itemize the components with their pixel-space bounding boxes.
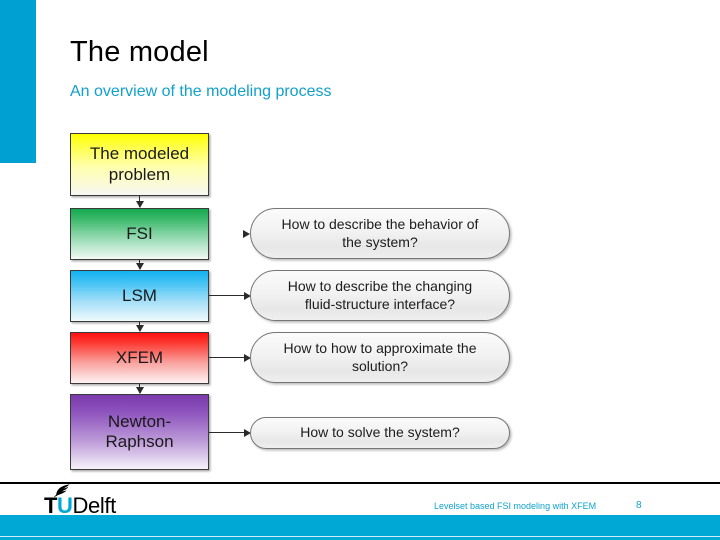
stage-label-problem: The modeled problem [89, 144, 190, 184]
callout-approximate: How to how to approximate the solution? [250, 332, 510, 383]
page-number: 8 [636, 500, 642, 511]
footer-accent-bar [0, 515, 720, 540]
stage-label-lsm: LSM [122, 285, 157, 305]
logo-letter-t: T [44, 493, 58, 518]
stage-box-problem: The modeled problem [70, 133, 209, 196]
down-arrow-icon [135, 322, 144, 332]
stage-label-xfem: XFEM [115, 347, 164, 367]
accent-bar [0, 0, 36, 163]
logo-word-delft: Delft [72, 493, 117, 518]
callout-text: How to solve the system? [300, 424, 460, 441]
logo-letter-u: U [57, 493, 73, 518]
right-arrow-icon [209, 291, 251, 300]
down-arrow-icon [135, 260, 144, 270]
footer-accent-line [0, 536, 720, 537]
callout-text: How to describe the changing fluid-struc… [287, 278, 473, 312]
right-arrow-icon [209, 428, 251, 437]
callout-text: How to how to approximate the solution? [283, 340, 477, 374]
logo-wordmark: TUDelft [44, 493, 116, 519]
callout-interface: How to describe the changing fluid-struc… [250, 270, 510, 321]
footer-divider [0, 482, 720, 484]
flame-icon [53, 484, 73, 497]
stage-box-fsi: FSI [70, 208, 209, 260]
page-subtitle: An overview of the modeling process [70, 83, 332, 100]
stage-label-newton: Newton-Raphson [105, 411, 174, 451]
callout-behavior: How to describe the behavior of the syst… [250, 208, 510, 259]
callout-text: How to describe the behavior of the syst… [281, 216, 479, 250]
tudelft-logo: TUDelft [44, 484, 164, 519]
stage-label-fsi: FSI [126, 223, 153, 243]
callout-solve: How to solve the system? [250, 417, 510, 449]
page-title: The model [70, 36, 209, 68]
stage-box-lsm: LSM [70, 270, 209, 322]
down-arrow-icon [135, 384, 144, 394]
stage-box-newton: Newton-Raphson [70, 394, 209, 470]
stage-box-xfem: XFEM [70, 332, 209, 384]
footer-title: Levelset based FSI modeling with XFEM [434, 501, 597, 511]
down-arrow-icon [135, 196, 144, 208]
right-arrow-icon [209, 353, 251, 362]
